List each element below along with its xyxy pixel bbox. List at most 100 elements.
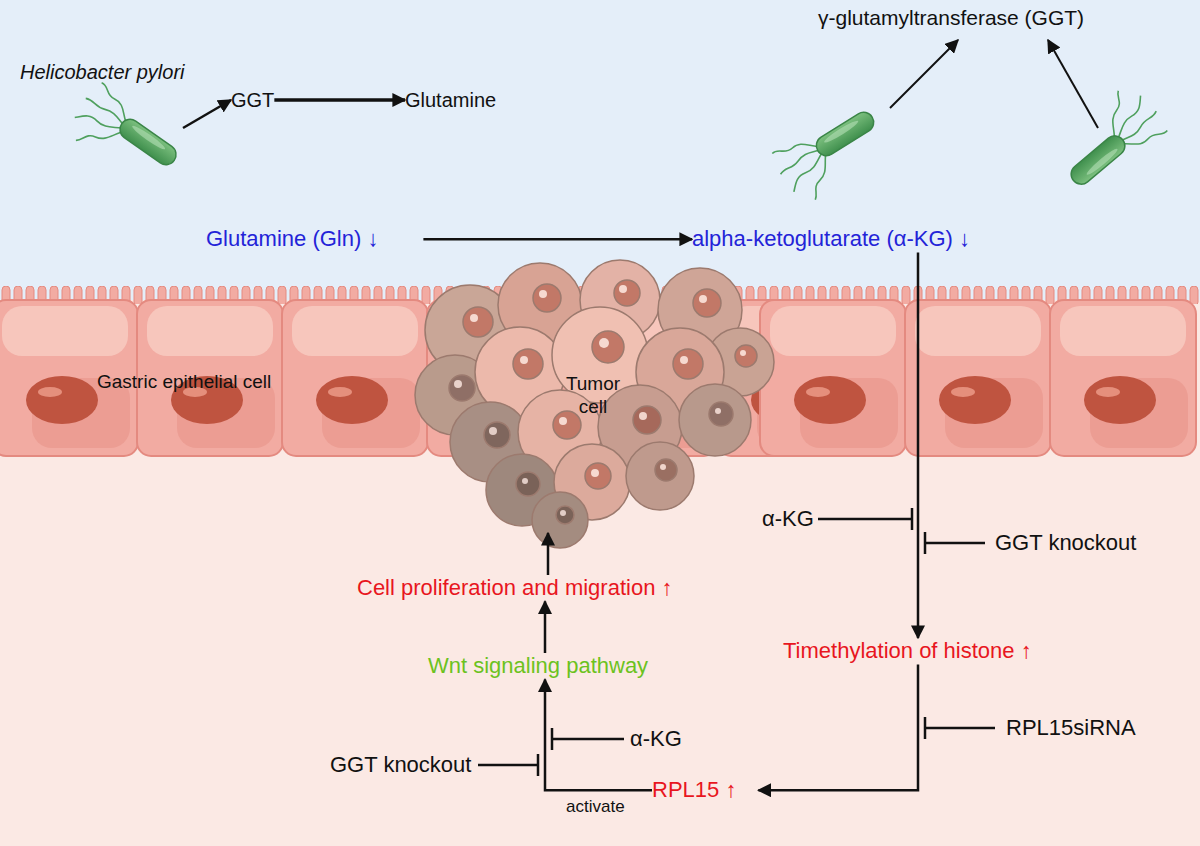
tumor-cell-part	[660, 464, 666, 470]
inhibition-line	[552, 738, 624, 741]
pathway-arrow	[423, 238, 692, 241]
pathway-arrow	[547, 533, 550, 575]
node-text: Gastric epithelial cell	[97, 371, 271, 394]
lumen-background	[0, 0, 1200, 300]
tumor-cell-part	[532, 492, 588, 548]
inhibitor-label: GGT knockout	[995, 530, 1136, 556]
inhibition-bar	[924, 717, 927, 739]
tumor-cell-part	[484, 422, 510, 448]
enzyme-node: GGT	[231, 88, 274, 112]
inhibitor-label: α-KG	[762, 506, 814, 532]
tumor-cell-part	[591, 469, 599, 477]
tumor-cell-part	[513, 349, 543, 379]
tumor-cell-part	[679, 384, 751, 456]
tumor-cell	[679, 384, 751, 456]
tissue-background	[0, 300, 1200, 846]
organism-label: Helicobacter pylori	[18, 60, 183, 172]
tumor-cell-part	[553, 411, 581, 439]
connector-group	[183, 100, 918, 790]
pathway-arrow	[758, 664, 918, 790]
tumor-cell-part	[522, 478, 528, 484]
inhibition-bar	[537, 754, 540, 776]
node-text: Tumor cell	[553, 373, 633, 419]
pathway-arrow	[274, 98, 405, 102]
pathway-arrow	[545, 679, 652, 790]
tumor-cell-part	[560, 510, 566, 516]
node-text: Glutamine (Gln) ↓	[206, 226, 378, 252]
tumor-cell-part	[614, 280, 640, 306]
metabolite-node: Glutamine (Gln) ↓	[206, 226, 423, 252]
inhibition-line	[478, 764, 538, 767]
process-node: Timethylation of histone ↑	[783, 638, 1032, 664]
inhibitor-label: GGT knockout	[330, 752, 471, 778]
epithelial-cell	[1050, 300, 1196, 456]
tumor-cell-part	[699, 295, 707, 303]
tumor-cell-part	[633, 406, 661, 434]
tumor-cell-part	[520, 356, 528, 364]
tumor-cell-part	[655, 459, 677, 481]
gene-node: RPL15 ↑	[652, 777, 758, 803]
tumor-cluster	[415, 260, 774, 548]
tumor-cell	[626, 442, 694, 510]
epithelial-cell	[282, 300, 428, 456]
tumor-cell-part	[619, 285, 627, 293]
node-text: Glutamine	[405, 88, 496, 112]
inhibition-line	[925, 727, 995, 730]
inhibition-bar	[911, 508, 914, 530]
inhibition-line	[818, 518, 912, 521]
tumor-cell	[532, 492, 588, 548]
metabolite-node: Glutamine	[405, 88, 496, 112]
tumor-cell-part	[599, 338, 609, 348]
tumor-cell-part	[449, 375, 475, 401]
tumor-cell-part	[556, 506, 574, 524]
tumor-cell-part	[533, 284, 561, 312]
pathway-arrow	[917, 252, 920, 638]
tumor-cell-part	[585, 463, 611, 489]
secretion-arrow	[1048, 40, 1098, 128]
tumor-cell-part	[709, 402, 733, 426]
tumor-cell-part	[715, 408, 721, 414]
inhibition-marks	[478, 508, 995, 776]
inhibitor-label: RPL15siRNA	[1006, 715, 1136, 741]
tumor-cell-part	[539, 290, 547, 298]
node-text: RPL15 ↑	[652, 777, 736, 803]
pathway-node: Wnt signaling pathway	[428, 653, 648, 679]
tumor-cell-part	[489, 427, 497, 435]
node-text: Helicobacter pylori	[20, 60, 185, 84]
tumor-cell-part	[693, 289, 721, 317]
tumor-cell-part	[516, 472, 540, 496]
tumor-cell-part	[626, 442, 694, 510]
outcome-node: Cell proliferation and migration ↑	[357, 575, 673, 601]
epithelial-cell	[905, 300, 1051, 456]
tumor-cell-part	[559, 417, 567, 425]
epithelial-cell	[760, 300, 906, 456]
tumor-cell-part	[592, 331, 624, 363]
enzyme-node: γ-glutamyltransferase (GGT)	[818, 5, 1084, 30]
node-text: Timethylation of histone ↑	[783, 638, 1032, 664]
tumor-cell-part	[454, 380, 462, 388]
metabolite-node: alpha-ketoglutarate (α-KG) ↓	[692, 226, 970, 252]
tumor-cell-part	[463, 307, 493, 337]
secretion-arrows	[890, 40, 1098, 128]
bacterium	[769, 98, 894, 208]
node-text: Wnt signaling pathway	[428, 653, 648, 679]
inhibition-bar	[551, 728, 554, 750]
secretion-arrow	[890, 40, 958, 108]
pathway-arrow	[544, 601, 547, 653]
tumor-cell-part	[740, 350, 746, 356]
inhibition-bar	[924, 532, 927, 554]
edge-label: activate	[566, 797, 625, 817]
node-text: GGT	[231, 88, 274, 112]
inhibition-line	[925, 542, 985, 545]
inhibitor-label: α-KG	[630, 726, 682, 752]
tumor-cluster-node: Tumor cell	[425, 275, 760, 533]
tumor-cell-part	[680, 356, 688, 364]
node-text: γ-glutamyltransferase (GGT)	[818, 5, 1084, 30]
bacterium	[1048, 81, 1171, 198]
tumor-cell-part	[470, 314, 478, 322]
bacterium	[63, 80, 187, 193]
tumor-cell-part	[673, 349, 703, 379]
node-text: alpha-ketoglutarate (α-KG) ↓	[692, 226, 970, 252]
